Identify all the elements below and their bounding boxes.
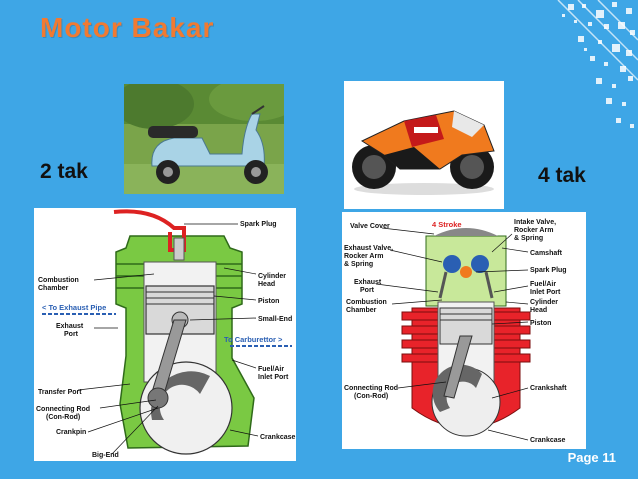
label-exhaust-valve-3: & Spring: [344, 261, 373, 268]
two-stroke-diagram: Spark Plug Combustion Chamber Cylinder H…: [34, 208, 296, 461]
label-exhaust-port-4a: Exhaust: [354, 279, 382, 286]
label-fuel-air-4a: Fuel/Air: [530, 281, 556, 288]
label-cylinder-head-4a: Cylinder: [530, 299, 558, 306]
label-valve-cover: Valve Cover: [350, 223, 390, 230]
label-fuel-air-2: Inlet Port: [258, 374, 289, 381]
label-spark-plug-4: Spark Plug: [530, 267, 567, 274]
label-intake-valve-1: Intake Valve,: [514, 219, 556, 226]
decorative-pattern: [557, 0, 638, 128]
label-exhaust-port-2: Port: [64, 331, 79, 338]
label-exhaust-port-4b: Port: [360, 287, 375, 294]
page-number: Page 11: [567, 450, 616, 465]
label-piston-4: Piston: [530, 320, 551, 327]
label-fuel-air-1: Fuel/Air: [258, 366, 284, 373]
label-crankcase: Crankcase: [260, 434, 296, 441]
label-fuel-air-4b: Inlet Port: [530, 289, 561, 296]
label-intake-valve-2: Rocker Arm: [514, 227, 553, 234]
label-crankpin: Crankpin: [56, 429, 86, 436]
label-cylinder-head-4b: Head: [530, 307, 547, 314]
label-connecting-rod-4a: Connecting Rod: [344, 385, 398, 392]
label-to-exhaust-pipe: < To Exhaust Pipe: [42, 303, 106, 312]
label-connecting-rod-4b: (Con-Rod): [354, 393, 388, 400]
scooter-photo: [124, 84, 284, 194]
label-small-end: Small-End: [258, 316, 292, 323]
two-stroke-label: 2 tak: [40, 160, 88, 183]
four-stroke-label: 4 tak: [538, 164, 586, 187]
slide-title: Motor Bakar: [40, 12, 215, 43]
label-connecting-rod-2: (Con-Rod): [46, 414, 80, 421]
label-exhaust-port-1: Exhaust: [56, 323, 84, 330]
label-spark-plug: Spark Plug: [240, 221, 277, 228]
label-camshaft: Camshaft: [530, 250, 563, 257]
four-stroke-diagram: 4 Stroke Valve Cover Intake Valve, Rocke…: [342, 212, 586, 449]
label-piston: Piston: [258, 298, 279, 305]
label-connecting-rod-1: Connecting Rod: [36, 406, 90, 413]
label-intake-valve-3: & Spring: [514, 235, 543, 242]
label-to-carburettor: To Carburettor >: [224, 335, 283, 344]
label-big-end: Big-End: [92, 452, 119, 459]
label-exhaust-valve-2: Rocker Arm: [344, 253, 383, 260]
label-combustion-chamber-2: Chamber: [38, 285, 69, 292]
label-exhaust-valve-1: Exhaust Valve,: [344, 245, 393, 252]
label-4-stroke-title: 4 Stroke: [432, 220, 462, 229]
label-combustion-4a: Combustion: [346, 299, 387, 306]
sportbike-photo: [344, 81, 504, 209]
label-cylinder-head-2: Head: [258, 281, 275, 288]
label-crankshaft: Crankshaft: [530, 385, 567, 392]
label-crankcase-4: Crankcase: [530, 437, 566, 444]
label-transfer-port: Transfer Port: [38, 389, 82, 396]
label-combustion-chamber-1: Combustion: [38, 277, 79, 284]
label-combustion-4b: Chamber: [346, 307, 377, 314]
label-cylinder-head-1: Cylinder: [258, 273, 286, 280]
